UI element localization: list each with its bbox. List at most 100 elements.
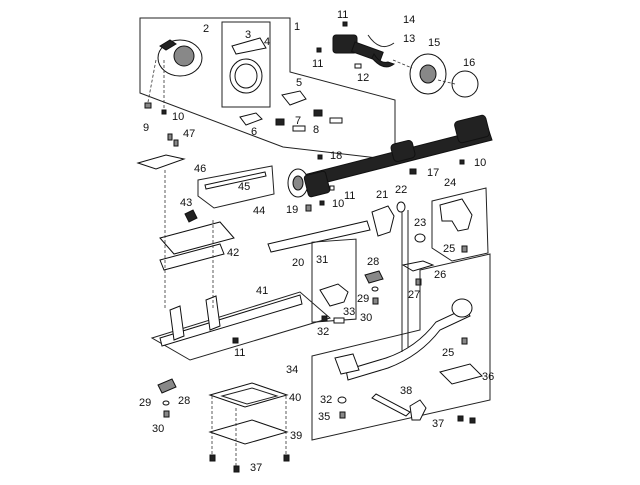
- callout-21: 21: [376, 189, 389, 201]
- screw-33: [333, 317, 345, 324]
- part-5: [281, 90, 307, 106]
- screw-37-e: [283, 454, 290, 462]
- nut-11-d: [232, 337, 239, 344]
- arm-end: [451, 298, 473, 318]
- bobbin-case-16: [451, 70, 479, 98]
- group-frame-2: [221, 21, 271, 108]
- callout-46: 46: [194, 163, 207, 175]
- part-8-screw-b: [329, 117, 343, 124]
- callout-16: 16: [463, 57, 476, 69]
- washer-29-a: [371, 286, 379, 292]
- washer-22: [396, 201, 406, 213]
- screw-25-a: [461, 245, 468, 253]
- callout-37-a: 37: [432, 418, 445, 430]
- callout-25-a: 25: [443, 243, 456, 255]
- feed-lever-arm: [345, 307, 471, 381]
- callout-18: 18: [330, 150, 343, 162]
- callout-26: 26: [434, 269, 447, 281]
- callout-11-b: 11: [312, 58, 324, 70]
- crank-31: [319, 283, 349, 307]
- pin-12: [354, 63, 362, 69]
- callout-12: 12: [357, 72, 370, 84]
- callout-32-b: 32: [320, 394, 333, 406]
- screw-11-b: [316, 47, 322, 53]
- callout-33: 33: [343, 306, 356, 318]
- group-frame-44: [197, 165, 275, 209]
- callout-28-b: 28: [178, 395, 191, 407]
- callout-29-b: 29: [139, 397, 152, 409]
- callout-25-b: 25: [442, 347, 455, 359]
- callout-11-c: 11: [344, 190, 356, 202]
- callout-32-a: 32: [317, 326, 330, 338]
- callout-9: 9: [143, 122, 150, 134]
- feed-rod-20: [267, 220, 371, 253]
- callout-30-b: 30: [152, 423, 165, 435]
- callout-11-a: 11: [337, 9, 349, 21]
- screw-10-c: [319, 200, 325, 206]
- bracket-42-lower: [159, 243, 225, 271]
- callout-34: 34: [286, 364, 299, 376]
- callout-1: 1: [294, 21, 301, 33]
- callout-7: 7: [295, 115, 302, 127]
- callout-30-a: 30: [360, 312, 373, 324]
- plate-46: [136, 154, 186, 170]
- callout-44: 44: [253, 205, 266, 217]
- callout-42: 42: [227, 247, 240, 259]
- screw-47-b: [173, 139, 179, 147]
- cover-plate-39: [208, 419, 289, 445]
- screw-11-c: [329, 185, 335, 191]
- screw-19: [305, 204, 312, 212]
- group-frame-34: [311, 253, 491, 441]
- callout-39: 39: [290, 430, 303, 442]
- block-35: [334, 353, 360, 375]
- screw-10-b: [459, 159, 465, 165]
- callout-37-b: 37: [250, 462, 263, 474]
- screw-17: [409, 168, 417, 175]
- callout-4: 4: [264, 36, 271, 48]
- callout-14: 14: [403, 14, 416, 26]
- callout-29-a: 29: [357, 293, 370, 305]
- group-frame-41: [150, 291, 332, 361]
- screw-37-d: [233, 465, 240, 473]
- callout-35: 35: [318, 411, 331, 423]
- screw-47: [167, 133, 173, 141]
- callout-36: 36: [482, 371, 495, 383]
- washer-32-b: [337, 396, 347, 404]
- part-21: [371, 205, 395, 237]
- rod-45: [204, 171, 267, 190]
- callout-45: 45: [238, 181, 251, 193]
- screw-30-a: [372, 297, 379, 305]
- screw-25-b: [461, 337, 468, 345]
- cover-plate-40: [208, 382, 289, 408]
- screw-18: [317, 154, 323, 160]
- callout-13: 13: [403, 33, 416, 45]
- washer-29-b: [162, 400, 170, 406]
- bobbin-case-ring: [229, 37, 267, 94]
- spring-43: [184, 209, 198, 223]
- callout-47: 47: [183, 128, 196, 140]
- knob-38: [409, 399, 427, 421]
- plate-26: [401, 260, 435, 272]
- callout-38: 38: [400, 385, 413, 397]
- callout-28-a: 28: [367, 256, 380, 268]
- callout-41: 41: [256, 285, 269, 297]
- spring-28-a: [364, 270, 384, 284]
- callout-6: 6: [251, 126, 258, 138]
- hook-housing: [157, 39, 203, 77]
- callout-10-a: 10: [172, 111, 185, 123]
- callout-2: 2: [203, 23, 210, 35]
- hook-gear-assembly: [332, 34, 396, 68]
- screw-30-b: [163, 410, 170, 418]
- callout-19: 19: [286, 204, 299, 216]
- callout-23: 23: [414, 217, 427, 229]
- lower-shaft: [287, 114, 493, 198]
- callout-22: 22: [395, 184, 408, 196]
- part-8-screw: [292, 125, 306, 132]
- callout-17: 17: [427, 167, 440, 179]
- plate-36: [439, 363, 483, 385]
- part-7-spring: [275, 118, 285, 126]
- callout-11-d: 11: [234, 347, 246, 359]
- washer-23: [414, 233, 426, 243]
- part-6: [239, 112, 263, 126]
